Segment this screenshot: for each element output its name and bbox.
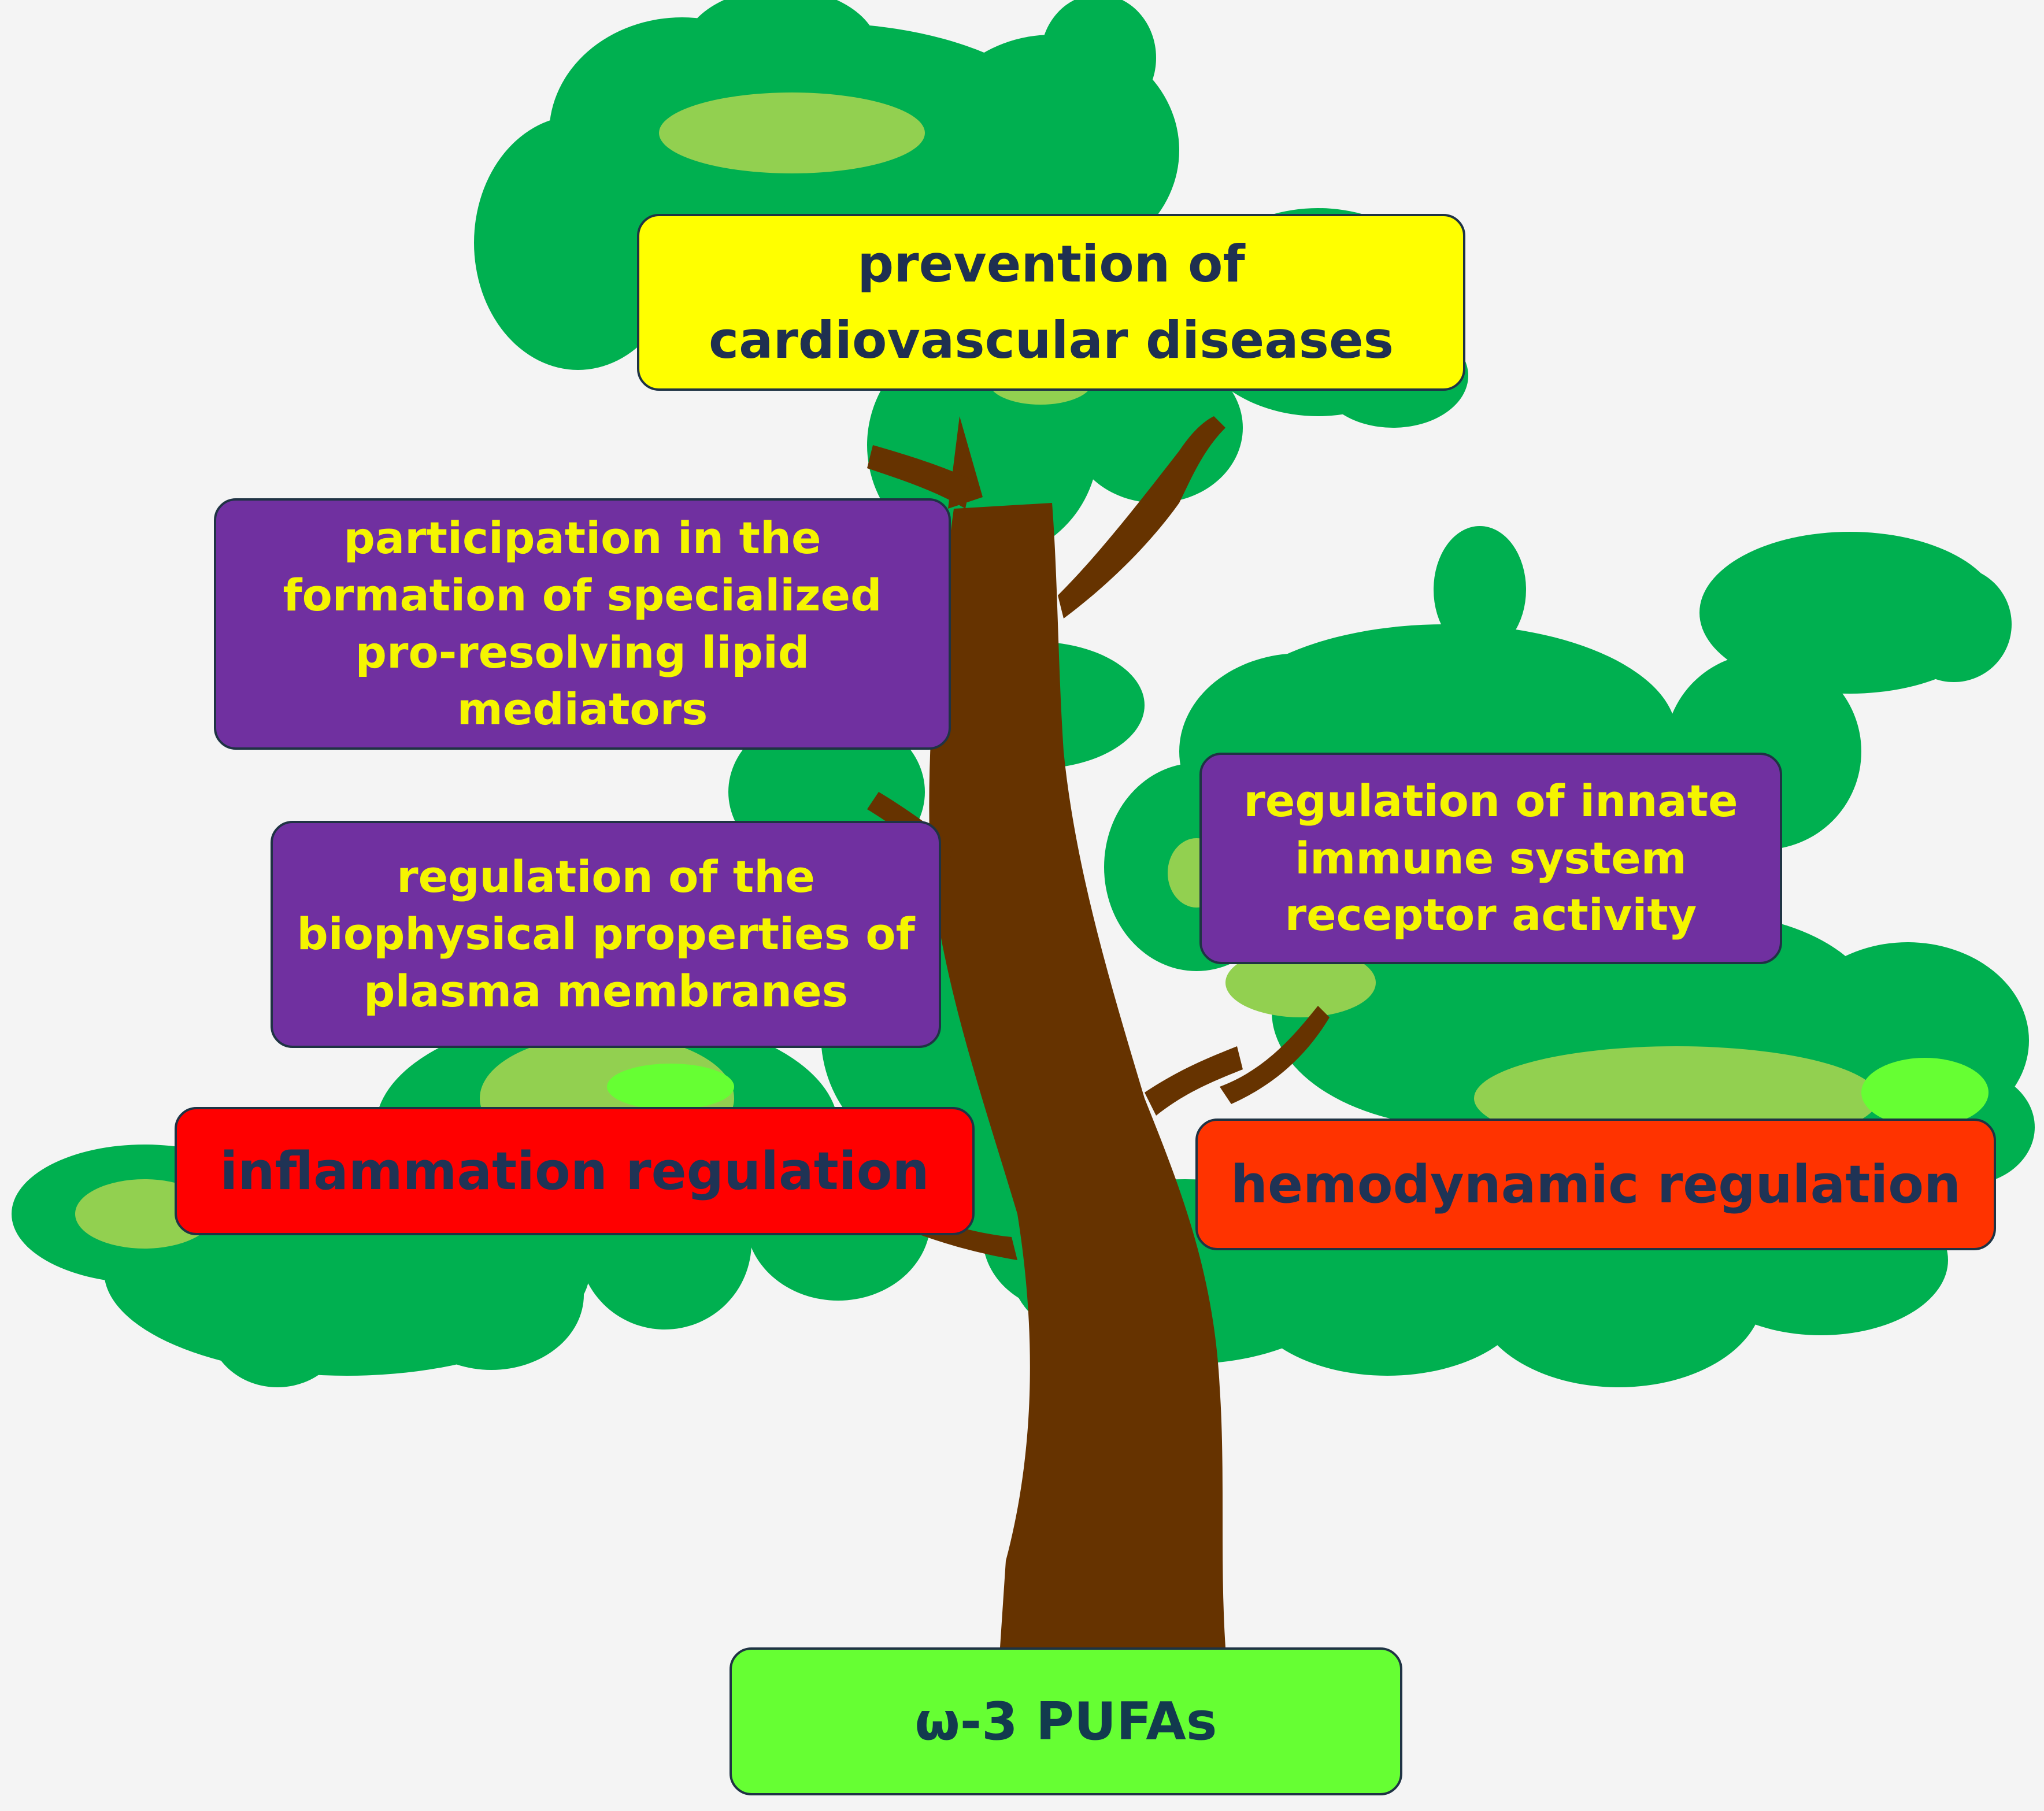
box-prevention-of-cardiovascular-diseases: prevention of cardiovascular diseases: [637, 214, 1465, 391]
box-innate-immune-receptor-activity: regulation of innate immune system recep…: [1199, 753, 1782, 964]
box-plasma-membrane-properties: regulation of the biophysical properties…: [271, 821, 941, 1048]
foliage-bright: [607, 1058, 1989, 1127]
box-omega-3-pufas: ω-3 PUFAs: [730, 1647, 1402, 1795]
box-label: hemodynamic regulation: [1230, 1154, 1961, 1215]
box-specialized-pro-resolving-mediators: participation in the formation of specia…: [214, 498, 951, 750]
box-hemodynamic-regulation: hemodynamic regulation: [1195, 1119, 1996, 1250]
box-label: ω-3 PUFAs: [914, 1691, 1217, 1752]
box-label: participation in the formation of specia…: [283, 512, 882, 735]
box-label: regulation of innate immune system recep…: [1243, 775, 1738, 941]
box-label: inflammation regulation: [220, 1140, 930, 1202]
box-label: prevention of cardiovascular diseases: [708, 234, 1394, 370]
box-inflammation-regulation: inflammation regulation: [175, 1107, 975, 1235]
box-label: regulation of the biophysical properties…: [297, 851, 915, 1017]
